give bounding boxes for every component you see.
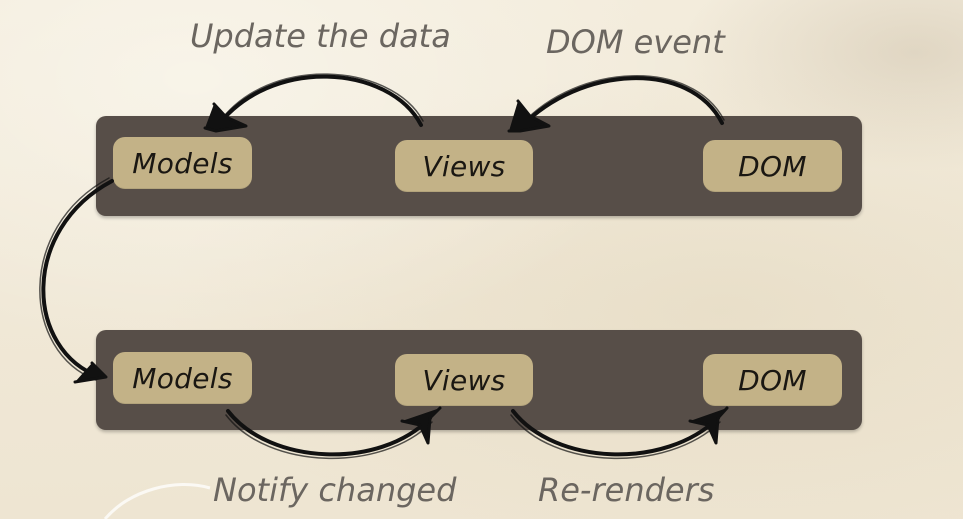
arrow-notify-changed bbox=[225, 406, 442, 459]
arrow-dom-event bbox=[507, 75, 725, 133]
decorative-swoosh bbox=[103, 483, 211, 519]
bottom-dom-node: DOM bbox=[703, 354, 842, 406]
dom-event-label: DOM event bbox=[546, 23, 725, 61]
bottom-views-node: Views bbox=[395, 354, 533, 406]
update-data-label: Update the data bbox=[190, 17, 451, 55]
arrow-update-data bbox=[203, 73, 424, 133]
arrow-models-link bbox=[39, 177, 114, 384]
top-models-node: Models bbox=[113, 137, 252, 189]
rerenders-label: Re-renders bbox=[538, 471, 715, 509]
bottom-models-node: Models bbox=[113, 352, 252, 404]
arrow-rerenders bbox=[510, 406, 729, 460]
top-dom-node: DOM bbox=[703, 140, 842, 192]
top-views-node: Views bbox=[395, 140, 533, 192]
notify-changed-label: Notify changed bbox=[213, 471, 457, 509]
